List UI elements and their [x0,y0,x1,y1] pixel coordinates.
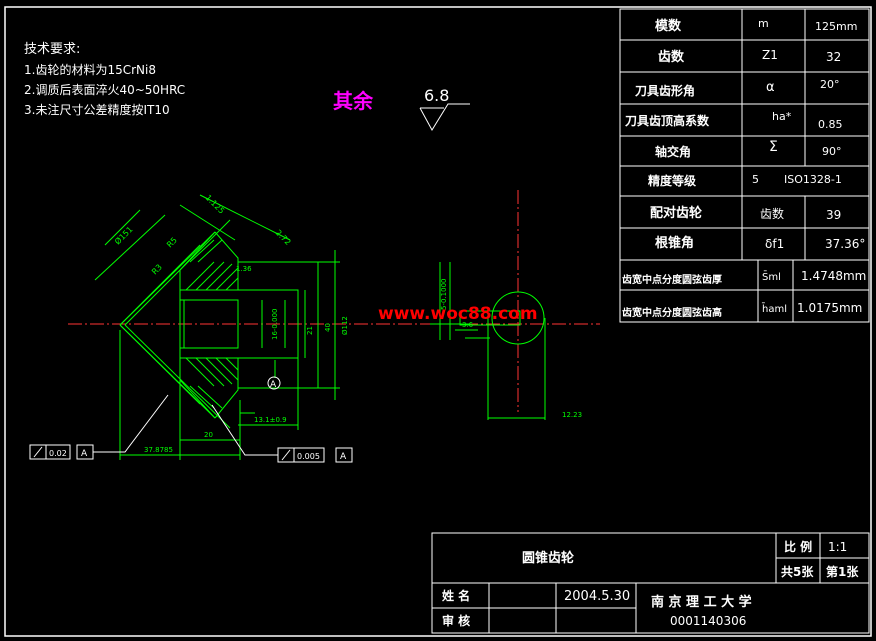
param-symbol: h̄aml [762,302,787,315]
roughness-value: 6.8 [424,86,449,105]
tech-item-3: 3.未注尺寸公差精度按IT10 [24,102,170,117]
side-view-dims: 5-0.1000 3.6 12.23 [440,279,582,419]
drawing-border [4,6,872,637]
part-name: 圆锥齿轮 [522,550,574,566]
param-name: 轴交角 [655,144,691,159]
param-symbol: Σ [769,139,778,155]
title-block: 圆锥齿轮 比 例 1:1 共5张 第1张 姓 名 2004.5.30 审 核 南… [442,539,859,628]
param-name: 齿数 [658,49,685,65]
param-value: 90° [822,145,842,158]
param-value: 125mm [815,20,857,33]
param-symbol: 齿数 [760,206,784,221]
date: 2004.5.30 [564,589,630,604]
surface-note: 其余 6.8 [333,86,470,131]
param-symbol: δf1 [765,237,784,251]
param-value: 1.4748mm [801,269,866,283]
param-value: 39 [826,208,841,222]
tech-item-1: 1.齿轮的材料为15CrNi8 [24,62,156,77]
gdt-value-2: 0.005 [297,452,320,461]
tech-title: 技术要求: [24,42,80,57]
param-symbol: S̄ml [762,270,781,283]
param-table [619,8,870,323]
param-name: 刀具齿顶高系数 [625,113,710,128]
surface-note-label: 其余 [333,89,374,113]
dim-d112: Ø112 [341,316,349,335]
scale-label: 比 例 [784,539,812,554]
dim-angle: 1.36 [236,265,252,273]
sheets-total: 共5张 [781,564,814,579]
param-value: 1.0175mm [797,301,862,315]
dim-c2: 2.72 [274,228,293,247]
check-label: 审 核 [442,613,470,628]
dim-d16: 16-0.000 [271,309,279,340]
param-name: 根锥角 [655,235,694,251]
param-value: 32 [826,50,841,64]
dim-d151: Ø151 [112,224,134,246]
param-name: 精度等级 [648,173,696,188]
dim-w20: 20 [204,431,213,439]
name-label: 姓 名 [442,588,470,603]
param-name: 配对齿轮 [650,205,702,221]
side-view [430,262,546,420]
dim-d21: 21 [306,326,314,335]
param-symbol: Z1 [762,48,778,62]
dim-t36: 3.6 [462,321,474,329]
dim-r3: R3 [150,263,164,277]
datum-marker: A [267,376,281,390]
param-symbol: ha* [772,110,792,123]
param-value: 20° [820,78,840,91]
tech-requirements: 技术要求: 1.齿轮的材料为15CrNi8 2.调质后表面淬火40~50HRC … [24,42,185,117]
gdt-frame-1: 0.02 A [29,394,169,460]
param-symbol: α [766,80,775,95]
dim-d13: 13.1±0.9 [254,416,287,424]
roughness-symbol [419,103,470,131]
dim-w12: 12.23 [562,411,582,419]
gdt-value-1: 0.02 [49,449,67,458]
tech-item-2: 2.调质后表面淬火40~50HRC [24,82,185,97]
school-name: 南 京 理 工 大 学 [651,594,752,610]
gdt-datum-2: A [340,452,347,462]
param-name: 齿宽中点分度圆弦齿高 [622,306,722,319]
param-value: 0.85 [818,118,843,131]
gdt-frame-2: 0.005 A [211,404,353,463]
gear-section [94,194,340,460]
student-no: 0001140306 [670,614,746,628]
param-symbol: 5 [752,173,759,186]
scale-value: 1:1 [828,540,847,554]
param-name: 模数 [655,18,682,34]
dim-t5: 5-0.1000 [440,279,448,310]
dim-r1125: 1.125 [204,193,227,216]
dim-d40: 40 [324,323,332,332]
datum-label: A [270,380,277,390]
dim-l37: 37.8785 [144,446,173,454]
param-symbol: m [758,17,769,30]
param-table-text: 模数 m 125mm 齿数 Z1 32 刀具齿形角 α 20° 刀具齿顶高系数 … [622,17,866,319]
param-name: 齿宽中点分度圆弦齿厚 [622,273,722,286]
param-name: 刀具齿形角 [635,83,695,98]
dim-r5: R5 [165,236,179,250]
watermark: www.woc88.com [378,304,538,324]
param-value: 37.36° [825,237,865,251]
param-value: ISO1328-1 [784,173,842,186]
gdt-datum-1: A [81,449,88,459]
title-block-grid [431,532,870,634]
sheet-no: 第1张 [826,564,859,579]
